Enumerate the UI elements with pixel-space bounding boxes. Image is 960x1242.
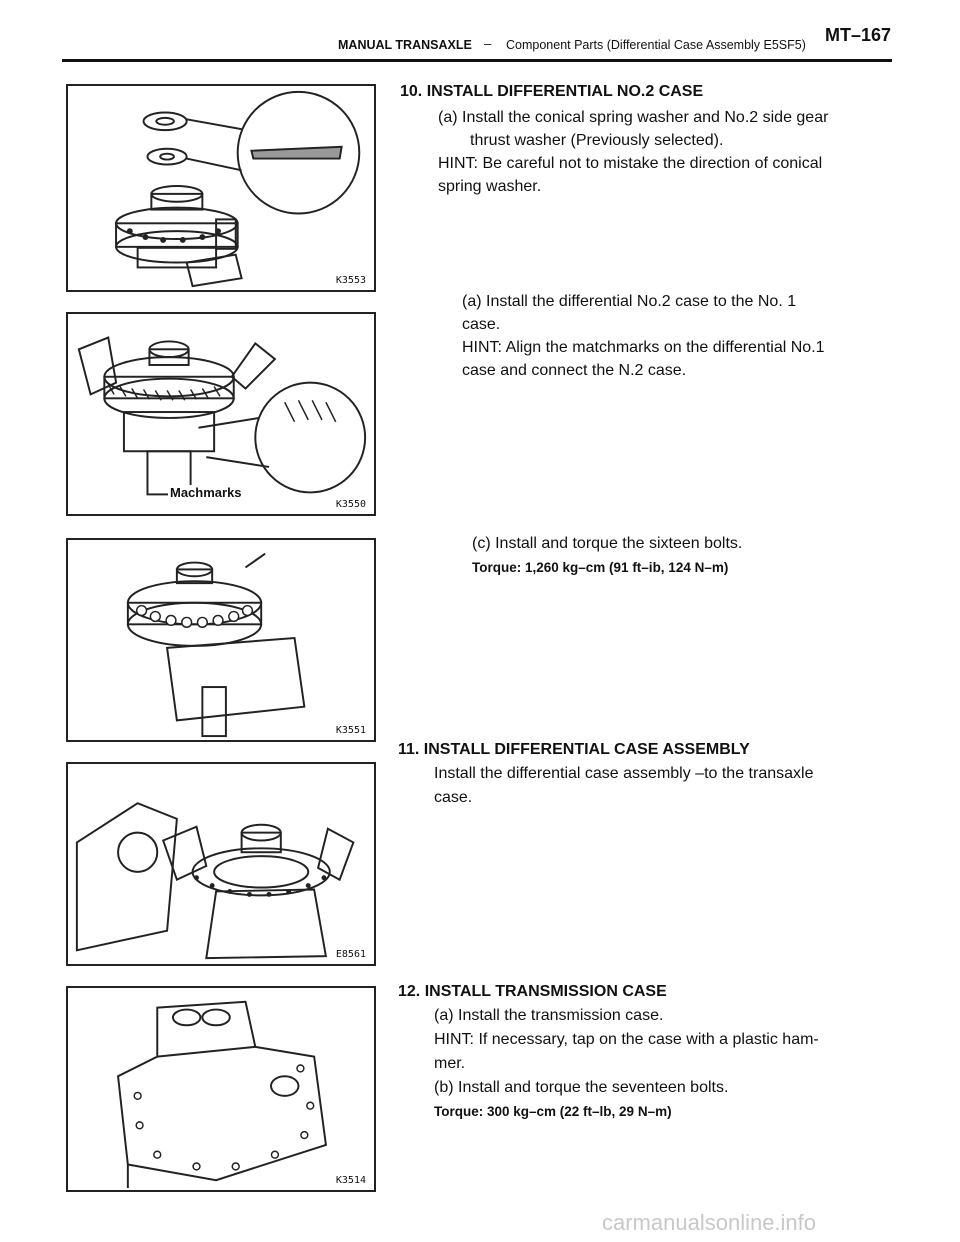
step-10-hint-line1: HINT: Be careful not to mistake the dire…: [438, 155, 823, 172]
case-alignment-illustration: [77, 336, 367, 496]
step-12-torque: Torque: 300 kg–cm (22 ft–lb, 29 N–m): [434, 1104, 672, 1119]
section-subtitle: Component Parts (Differential Case Assem…: [506, 38, 806, 52]
step-12-heading: 12. INSTALL TRANSMISSION CASE: [398, 983, 667, 1000]
site-watermark: carmanualsonline.info: [602, 1210, 817, 1235]
figure-code: K3551: [333, 725, 368, 736]
step-10-hint-line2: spring washer.: [438, 178, 542, 195]
matchmark-label: Machmarks: [168, 485, 244, 500]
step-10c-torque: Torque: 1,260 kg–cm (91 ft–ib, 124 N–m): [472, 560, 729, 575]
step-12b: (b) Install and torque the seventeen bol…: [434, 1079, 729, 1096]
step-10-heading: 10. INSTALL DIFFERENTIAL NO.2 CASE: [400, 83, 704, 100]
step-10b-hint-line2: case and connect the N.2 case.: [462, 362, 687, 379]
figure-washer-install: K3553: [66, 84, 376, 292]
figure-transaxle-install: E8561: [66, 762, 376, 966]
step-10b-line2: case.: [462, 316, 501, 333]
step-10c-line1: (c) Install and torque the sixteen bolts…: [472, 535, 743, 552]
transaxle-install-illustration: [75, 802, 355, 960]
header-rule: [62, 59, 892, 62]
step-12-hint-line2: mer.: [434, 1055, 466, 1072]
step-11-line2: case.: [434, 789, 473, 806]
step-11-line1: Install the differential case assembly –…: [434, 765, 814, 782]
header-separator: –: [484, 36, 492, 51]
figure-code: K3514: [333, 1175, 368, 1186]
washer-illustration: [115, 90, 361, 288]
step-11-heading: 11. INSTALL DIFFERENTIAL CASE ASSEMBLY: [398, 741, 750, 758]
figure-case-alignment: Machmarks K3550: [66, 312, 376, 516]
step-12-hint-line1: HINT: If necessary, tap on the case with…: [434, 1031, 819, 1048]
page-header: MANUAL TRANSAXLE – Component Parts (Diff…: [0, 0, 960, 64]
transmission-case-illustration: [116, 1000, 328, 1189]
figure-bolt-torque: K3551: [66, 538, 376, 742]
step-10b-hint-line1: HINT: Align the matchmarks on the differ…: [462, 339, 825, 356]
figure-transmission-case: K3514: [66, 986, 376, 1192]
figure-code: K3553: [333, 275, 368, 286]
bolt-torque-illustration: [126, 552, 306, 738]
figure-code: E8561: [333, 949, 368, 960]
step-12a: (a) Install the transmission case.: [434, 1007, 664, 1024]
page-number: MT–167: [825, 25, 892, 45]
step-10a-line2: thrust washer (Previously selected).: [470, 132, 724, 149]
step-10a-line1: (a) Install the conical spring washer an…: [438, 109, 829, 126]
step-10b-line1: (a) Install the differential No.2 case t…: [462, 293, 797, 310]
section-title: MANUAL TRANSAXLE: [338, 38, 472, 52]
figure-code: K3550: [333, 499, 368, 510]
